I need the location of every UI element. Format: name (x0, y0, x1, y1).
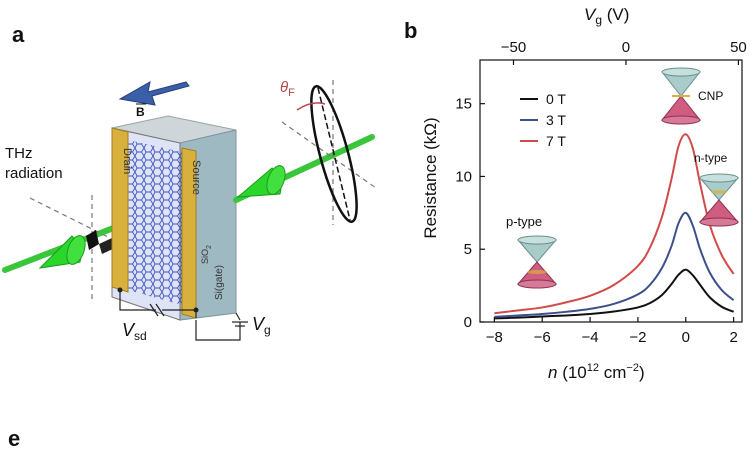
vg-label: Vg (252, 314, 271, 337)
x-tick-label: −4 (582, 329, 599, 346)
dirac-cone-p-type-icon (516, 235, 558, 289)
drain-label: Drain (121, 148, 133, 174)
panel-label-e: e (8, 426, 20, 450)
series-line-7T (494, 133, 735, 315)
source-label: Source (190, 160, 202, 195)
sio2-label: SiO2 (200, 245, 213, 264)
graphene-sheet (128, 140, 182, 305)
panel-label-a: a (12, 22, 25, 47)
legend-label-0T: 0 T (546, 91, 566, 107)
y-tick-label: 0 (464, 314, 472, 331)
polarization-axis (317, 87, 351, 221)
thz-label-line1: THz (5, 145, 33, 162)
top-tick-label: 50 (730, 39, 747, 56)
x-tick-label: 2 (729, 329, 737, 346)
cone-in (38, 235, 86, 269)
polarization-ellipse (310, 85, 358, 223)
annotation-cnp: CNP (698, 89, 723, 103)
plot-frame (479, 59, 743, 323)
annotation-n-type: n-type (694, 151, 728, 165)
series-line-0T (494, 268, 735, 320)
schematic-panel: a Drain Source SiO2 Si(gate) (2, 22, 377, 343)
vsd-label: Vsd (122, 320, 147, 343)
dashed-diagonal-right (281, 121, 377, 189)
dirac-cone-n-type-icon (698, 173, 740, 227)
legend-label-3T: 3 T (546, 112, 566, 128)
y-tick-label: 5 (464, 241, 472, 258)
contact-source (193, 307, 199, 313)
b-field-arrow (118, 81, 190, 106)
chart-panel: b −8 −6 −4 −2 0 2 0 5 10 15 −50 0 50 Vg (V) Resistan… (404, 5, 747, 382)
series-line-3T (494, 211, 735, 318)
tick-layer: −8 −6 −4 −2 0 2 0 5 10 15 −50 0 50 (455, 39, 746, 346)
x-tick-label: −8 (486, 329, 503, 346)
dirac-cone-cnp-icon (660, 67, 702, 125)
si-gate-label: Si(gate) (214, 265, 225, 300)
x-tick-label: −6 (534, 329, 551, 346)
contact-drain (117, 287, 123, 293)
thz-label-line2: radiation (5, 165, 63, 182)
top-axis-title: Vg (V) (584, 5, 629, 27)
legend: 0 T 3 T 7 T (520, 91, 566, 149)
polarizer-icon (86, 230, 115, 254)
top-tick-label: 0 (622, 39, 630, 56)
b-field-label: B (136, 105, 145, 119)
y-tick-label: 15 (455, 96, 472, 113)
x-tick-label: 0 (682, 329, 690, 346)
cone-out (236, 165, 286, 198)
curve-layer (494, 133, 735, 320)
dashed-reference-left (29, 197, 111, 239)
x-tick-label: −2 (629, 329, 646, 346)
panel-label-b: b (404, 18, 417, 43)
theta-arc (296, 102, 326, 111)
theta-label: θF (280, 79, 295, 99)
annotation-p-type: p-type (506, 214, 542, 229)
drain-electrode (111, 127, 129, 293)
y-tick-label: 10 (455, 168, 472, 185)
top-tick-label: −50 (501, 39, 526, 56)
y-axis-title: Resistance (kΩ) (421, 117, 440, 238)
legend-label-7T: 7 T (546, 133, 566, 149)
x-axis-title: n (1012 cm−2) (548, 362, 645, 382)
